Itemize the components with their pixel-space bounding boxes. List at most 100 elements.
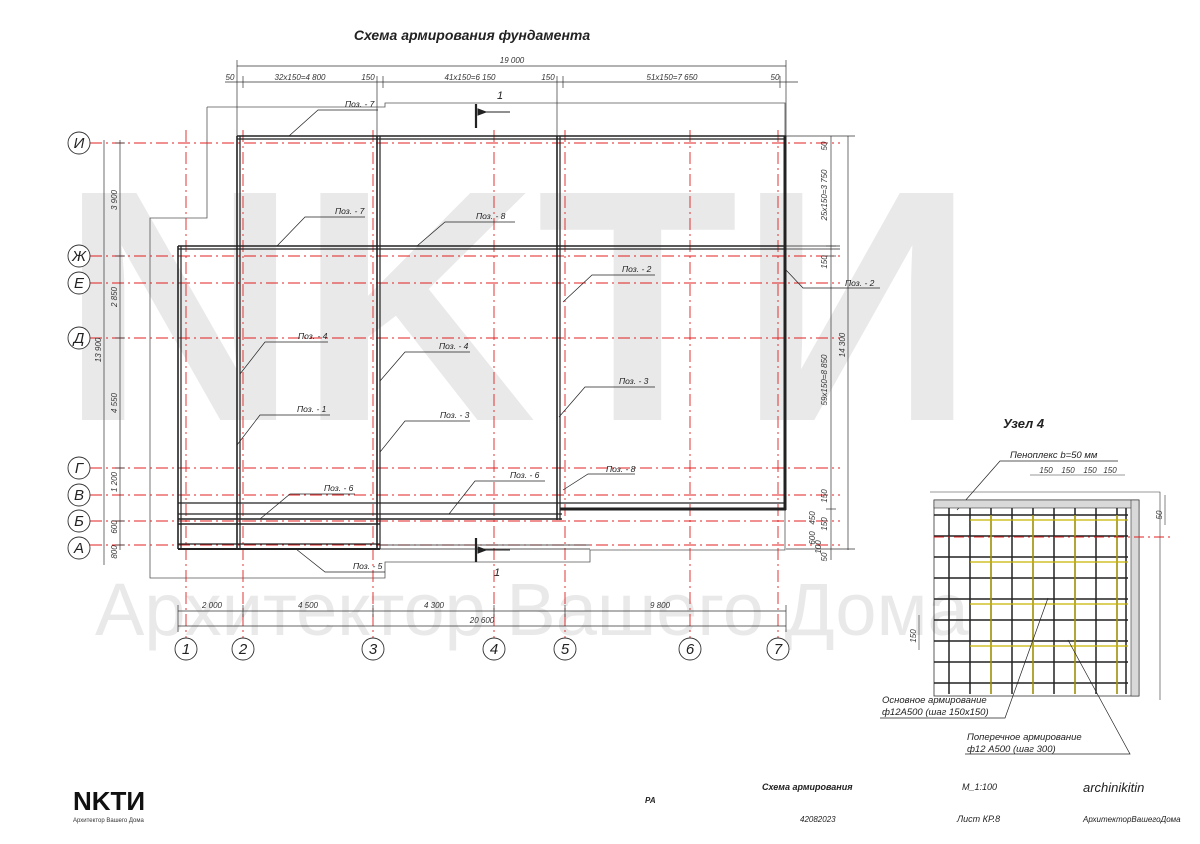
dim-right-total: 14 300 (838, 332, 847, 357)
axis-col-2: 2 (238, 641, 248, 658)
node-trans-label-2: ф12 А500 (шаг 300) (967, 744, 1056, 755)
dim-right-5: 150 (820, 489, 829, 503)
axis-row-i: И (74, 135, 85, 152)
dim-left-4: 1 200 (110, 471, 119, 492)
pos-5: Поз. - 5 (353, 561, 383, 571)
pos-7-mid: Поз. - 7 (335, 206, 365, 216)
position-leaders (236, 109, 880, 573)
watermark: NKTИ Архитектор Вашего Дома (60, 121, 975, 651)
node-title: Узел 4 (1003, 416, 1045, 431)
dim-right-1: 50 (820, 141, 829, 150)
axis-grid (90, 130, 840, 640)
title-block: NKTИ Архитектор Вашего Дома РА Схема арм… (73, 780, 1181, 824)
left-dimension-lines (103, 140, 125, 565)
node-spacing-4: 150 (1103, 466, 1117, 475)
pos-2-mid: Поз. - 2 (622, 264, 652, 274)
pos-6-mid: Поз. - 6 (510, 470, 540, 480)
dim-right-10: 50 (820, 552, 829, 561)
axis-row-b: Б (74, 513, 84, 530)
dim-right-7: 150 (820, 517, 829, 531)
stamp-scale: М_1:100 (962, 782, 997, 792)
stamp-author: archinikitin (1083, 780, 1144, 795)
stamp-site: АрхитекторВашегоДома (1082, 815, 1181, 824)
pos-3-mid: Поз. - 3 (440, 410, 470, 420)
dim-right-3: 150 (820, 255, 829, 269)
drawing-title: Схема армирования фундамента (354, 27, 590, 43)
node-transverse-rebar (970, 515, 1128, 694)
node-spacing-2: 150 (1061, 466, 1075, 475)
pos-4-left: Поз. - 4 (298, 331, 328, 341)
section-mark-top: 1 (497, 90, 503, 102)
dim-right-9: 100 (814, 540, 823, 554)
dim-bottom-1: 2 000 (201, 601, 223, 610)
axis-col-4: 4 (490, 641, 498, 658)
dim-right-4: 59x150=8 850 (820, 354, 829, 405)
axis-row-zh: Ж (71, 248, 87, 265)
watermark-text: Архитектор Вашего Дома (95, 568, 969, 651)
axis-col-5: 5 (561, 641, 570, 658)
section-cut-marks (474, 104, 510, 562)
pos-4-mid: Поз. - 4 (439, 341, 469, 351)
axis-col-7: 7 (774, 641, 783, 658)
section-mark-bottom: 1 (494, 567, 500, 579)
right-dimension-lines (786, 135, 855, 560)
bottom-dimension-lines (177, 605, 787, 632)
node-trans-label-1: Поперечное армирование (967, 732, 1082, 743)
node-spacing-3: 150 (1083, 466, 1097, 475)
pos-3-right: Поз. - 3 (619, 376, 649, 386)
dim-top-4: 41x150=6 150 (445, 73, 496, 82)
node-spacing-right: 50 (1155, 510, 1164, 519)
top-dimension-lines (225, 60, 798, 136)
axis-col-3: 3 (369, 641, 378, 658)
node-spacing-side: 150 (909, 629, 918, 643)
dim-top-5: 150 (541, 73, 555, 82)
dim-left-5: 600 (110, 520, 119, 534)
dim-bottom-total: 20 600 (469, 616, 495, 625)
dim-bottom-3: 4 300 (424, 601, 445, 610)
dim-left-3: 4 550 (110, 392, 119, 413)
stamp-sheet: Лист КР.8 (956, 814, 1000, 824)
axis-row-g: Г (75, 460, 85, 477)
dim-top-1: 50 (226, 73, 235, 82)
stamp-stage: РА (645, 796, 656, 805)
dim-top-7: 50 (771, 73, 780, 82)
dim-top-2: 32x150=4 800 (275, 73, 326, 82)
pos-2-right: Поз. - 2 (845, 278, 875, 288)
dim-right-6: 450 (808, 511, 817, 525)
axis-col-1: 1 (182, 641, 190, 658)
row-axis-bubbles (67, 131, 91, 560)
pos-7-top: Поз. - 7 (345, 99, 375, 109)
dim-left-1: 3 900 (110, 189, 119, 210)
dim-bottom-4: 9 800 (650, 601, 671, 610)
stamp-logo-caption: Архитектор Вашего Дома (73, 818, 144, 824)
pos-8-bottom: Поз. - 8 (606, 464, 636, 474)
axis-row-v: В (74, 487, 84, 504)
watermark-logo: NKTИ (60, 121, 975, 490)
dim-bottom-2: 4 500 (298, 601, 319, 610)
dim-right-8: 600 (808, 531, 817, 545)
pos-1: Поз. - 1 (297, 404, 327, 414)
dim-top-total: 19 000 (500, 56, 525, 65)
dim-left-2: 2 850 (110, 286, 119, 308)
node-spacing-1: 150 (1039, 466, 1053, 475)
dim-left-total: 13 900 (94, 337, 103, 362)
node-main-label-2: ф12А500 (шаг 150х150) (882, 707, 989, 718)
column-axis-bubbles (174, 637, 790, 661)
axis-row-a: А (73, 540, 84, 557)
dim-right-2: 25x150=3 750 (820, 169, 829, 221)
dim-top-3: 150 (361, 73, 375, 82)
node-main-label-1: Основное армирование (882, 695, 987, 706)
stamp-logo: NKTИ (73, 786, 145, 816)
axis-row-d: Д (72, 330, 85, 347)
pos-6-left: Поз. - 6 (324, 483, 354, 493)
axis-col-6: 6 (686, 641, 695, 658)
axis-row-e: Е (74, 275, 85, 292)
pos-8-top: Поз. - 8 (476, 211, 506, 221)
stamp-date: 42082023 (800, 815, 836, 824)
slab-outline (149, 102, 786, 579)
node-insulation-label: Пеноплекс b=50 мм (1010, 450, 1098, 461)
dim-top-6: 51x150=7 650 (647, 73, 698, 82)
node-4-detail: Узел 4 Пеноплекс b=50 мм 150 150 150 150 (880, 416, 1170, 755)
dim-left-6: 800 (110, 545, 119, 559)
